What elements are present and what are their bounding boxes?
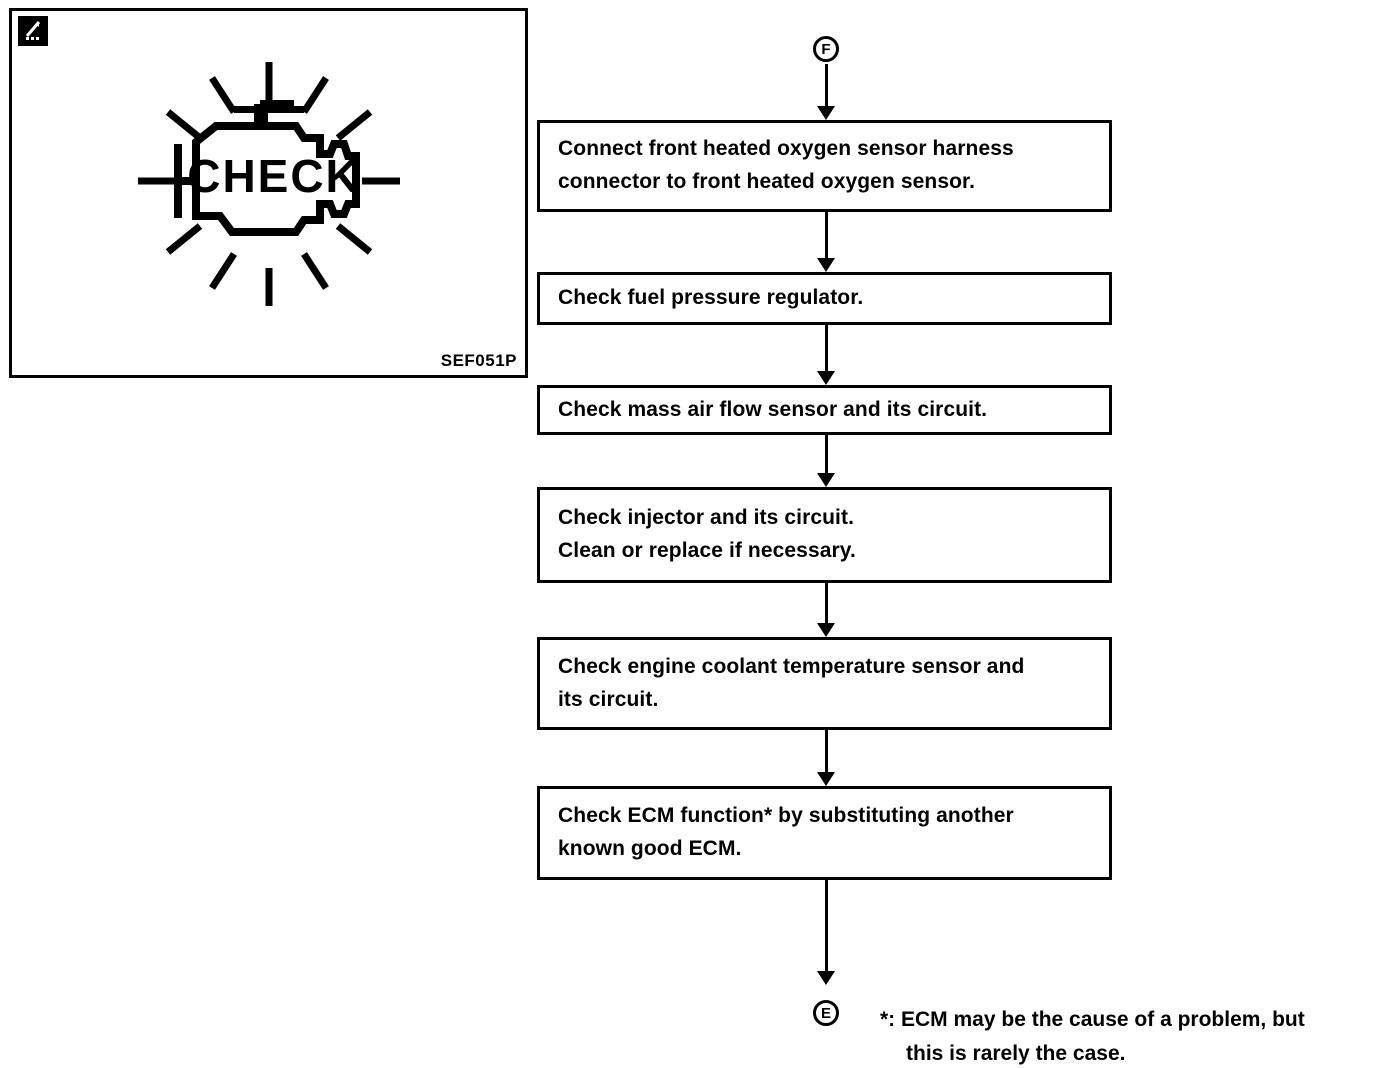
- flow-step-check-fuel-pressure-regulator: Check fuel pressure regulator.: [537, 272, 1112, 325]
- pencil-diagonal-icon: [18, 16, 48, 46]
- connector-arrow-step-1-to-step-2: [817, 212, 835, 272]
- ecm-footnote-line-2: this is rarely the case.: [906, 1041, 1126, 1065]
- flow-step-1-line-1: Connect front heated oxygen sensor harne…: [558, 137, 1014, 161]
- flow-exit-reference-label: E: [820, 1004, 831, 1022]
- flow-step-check-injector: Check injector and its circuit. Clean or…: [537, 487, 1112, 583]
- flow-entry-reference-f: F: [813, 36, 839, 62]
- illustration-caption: SEF051P: [440, 351, 517, 370]
- flow-step-4-line-2: Clean or replace if necessary.: [558, 539, 856, 562]
- check-engine-lamp-illustration: CHECK: [124, 56, 414, 316]
- flow-step-check-engine-coolant-temperature-sensor: Check engine coolant temperature sensor …: [537, 637, 1112, 730]
- lamp-label-text: CHECK: [187, 150, 361, 202]
- connector-arrow-step-5-to-step-6: [817, 730, 835, 786]
- ecm-footnote: *: ECM may be the cause of a problem, bu…: [880, 1003, 1305, 1068]
- flow-step-check-ecm-function: Check ECM function* by substituting anot…: [537, 786, 1112, 880]
- flow-step-connect-o2-sensor-harness: Connect front heated oxygen sensor harne…: [537, 120, 1112, 212]
- flow-step-6-line-2: known good ECM.: [558, 837, 742, 860]
- connector-arrow-step-4-to-step-5: [817, 583, 835, 637]
- flow-exit-reference-e: E: [813, 1000, 839, 1026]
- connector-arrow-entry-to-step-1: [817, 64, 835, 120]
- flow-step-5-line-2: its circuit.: [558, 687, 659, 711]
- flow-step-check-mass-air-flow-sensor: Check mass air flow sensor and its circu…: [537, 385, 1112, 435]
- flow-entry-reference-label: F: [821, 40, 831, 58]
- flow-step-6-line-1: Check ECM function* by substituting anot…: [558, 804, 1014, 828]
- connector-arrow-step-6-to-exit: [817, 880, 835, 985]
- flow-step-2-line-1: Check fuel pressure regulator.: [558, 286, 864, 310]
- connector-arrow-step-3-to-step-4: [817, 435, 835, 487]
- connector-arrow-step-2-to-step-3: [817, 325, 835, 385]
- ecm-footnote-line-1: *: ECM may be the cause of a problem, bu…: [880, 1008, 1305, 1031]
- flow-step-4-line-1: Check injector and its circuit.: [558, 506, 855, 530]
- flow-step-1-line-2: connector to front heated oxygen sensor.: [558, 170, 976, 193]
- flow-step-3-line-1: Check mass air flow sensor and its circu…: [558, 397, 988, 421]
- illustration-panel: CHECK SEF051P: [9, 8, 528, 378]
- flow-step-5-line-1: Check engine coolant temperature sensor …: [558, 654, 1025, 678]
